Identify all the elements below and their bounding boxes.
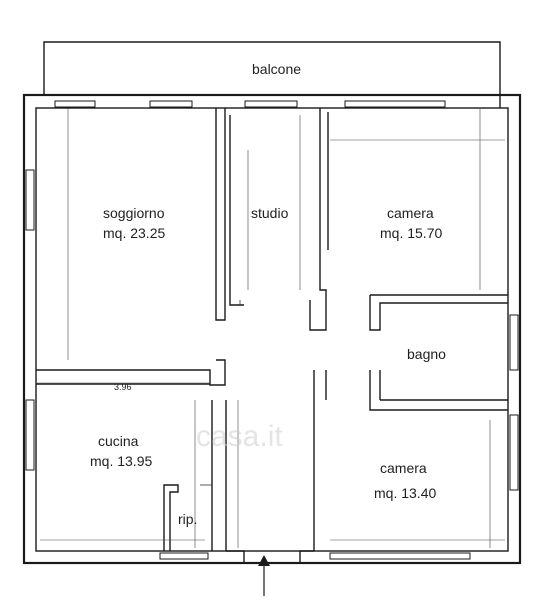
room-soggiorno-name: soggiorno: [103, 205, 165, 221]
interior-walls: [36, 108, 508, 563]
room-cucina-area: mq. 13.95: [90, 453, 152, 469]
balcony: balcone: [43, 41, 501, 108]
room-cucina-name: cucina: [98, 433, 139, 449]
room-camera-top-area: mq. 15.70: [380, 225, 442, 241]
room-labels: soggiorno mq. 23.25 studio camera mq. 15…: [90, 205, 446, 527]
room-camera-bottom-area: mq. 13.40: [374, 485, 436, 501]
windows: [25, 100, 519, 560]
room-rip-name: rip.: [178, 511, 197, 527]
room-camera-bottom-name: camera: [380, 460, 427, 476]
balcony-label: balcone: [252, 61, 301, 77]
room-studio-name: studio: [251, 205, 289, 221]
room-soggiorno-area: mq. 23.25: [103, 225, 165, 241]
room-camera-top-name: camera: [387, 205, 434, 221]
entrance-arrow-icon: [258, 555, 270, 596]
room-bagno-name: bagno: [407, 346, 446, 362]
watermark: casa.it: [196, 420, 283, 453]
outer-walls: [22, 93, 522, 565]
dimension-lines: 3.96: [36, 108, 505, 548]
dimension-label: 3.96: [114, 382, 132, 392]
